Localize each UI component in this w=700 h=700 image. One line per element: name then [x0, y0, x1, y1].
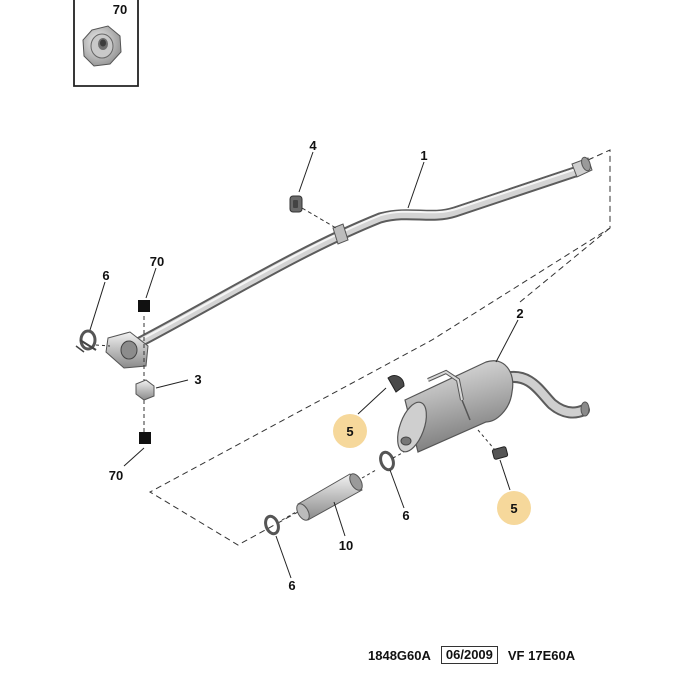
callout-70-top: 70	[150, 254, 164, 269]
callout-3: 3	[194, 372, 201, 387]
callout-2: 2	[516, 306, 523, 321]
assembly-outline	[148, 149, 611, 546]
diagram-reference-footer: 1848G60A 06/2009 VF 17E60A	[368, 644, 575, 666]
callout-5-right: 5	[510, 501, 517, 516]
front-pipe	[105, 156, 593, 369]
leader-lines	[89, 151, 519, 579]
diagram-date: 06/2009	[440, 646, 498, 664]
vertical-fastener-stack	[135, 300, 155, 444]
rear-silencer	[387, 360, 590, 460]
connecting-sleeve	[281, 469, 377, 521]
callout-1: 1	[420, 148, 427, 163]
callout-6-middle: 6	[402, 508, 409, 523]
vehicle-reference: VF 17E60A	[507, 647, 576, 663]
inset-box: 70	[73, 0, 139, 87]
highlight-callout-5-left	[333, 414, 367, 448]
inset-label: 70	[113, 2, 127, 17]
callout-70-bottom: 70	[109, 468, 123, 483]
callout-6-bottom: 6	[288, 578, 295, 593]
callout-5-left: 5	[346, 424, 353, 439]
callout-6-front: 6	[102, 268, 109, 283]
clamp-6-front	[75, 329, 111, 353]
clamp-6-middle	[379, 450, 405, 472]
diagram-code: 1848G60A	[368, 647, 431, 663]
highlight-callout-5-right	[497, 491, 531, 525]
callout-10: 10	[339, 538, 353, 553]
rubber-mount-4	[289, 195, 337, 229]
flange-nut-icon	[82, 25, 122, 67]
callout-4: 4	[309, 138, 317, 153]
clamp-6-bottom	[264, 514, 280, 536]
